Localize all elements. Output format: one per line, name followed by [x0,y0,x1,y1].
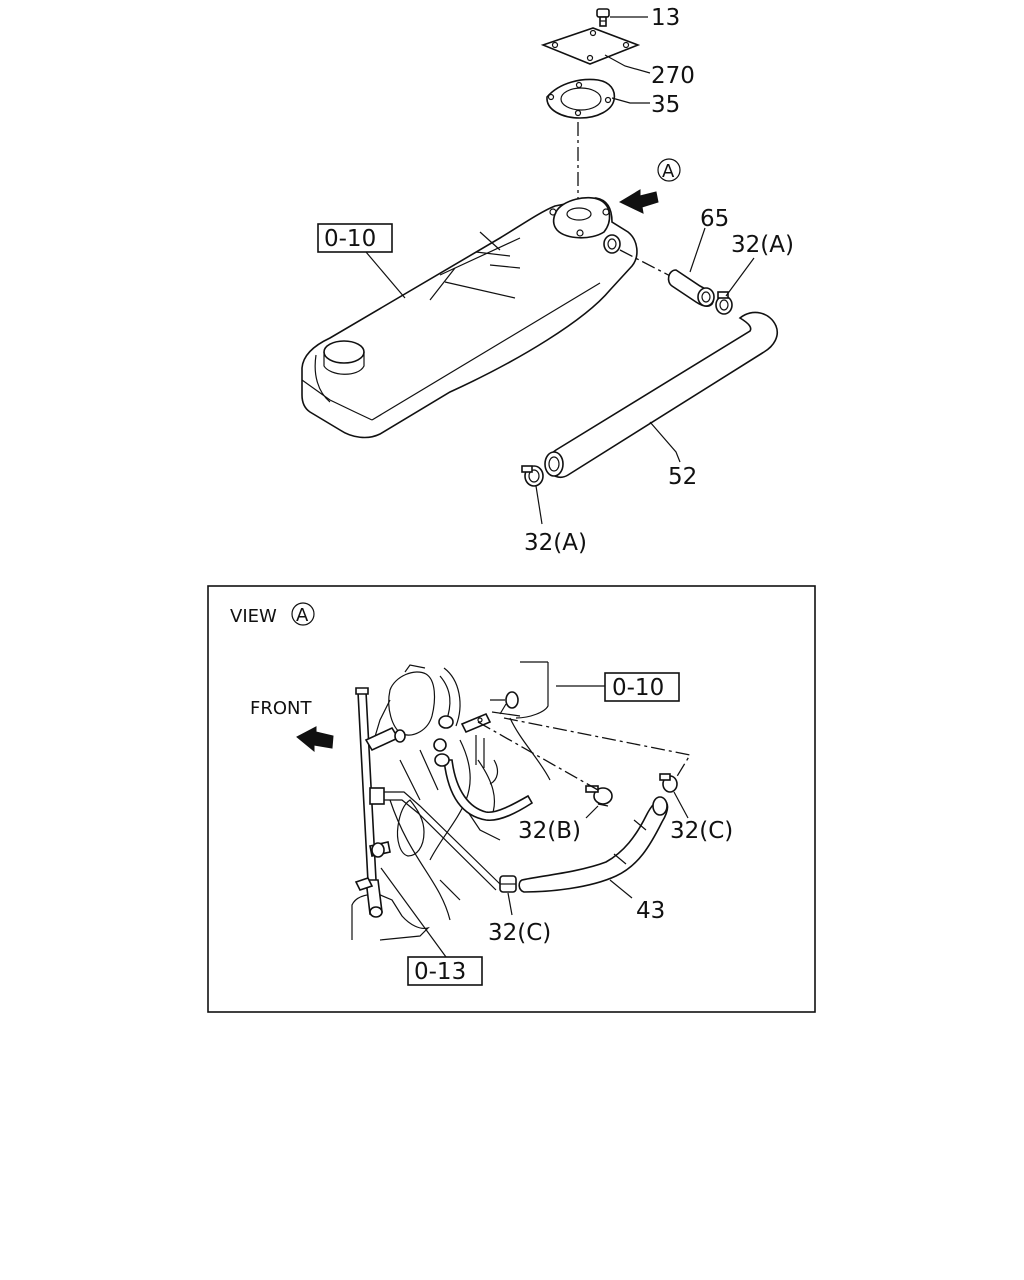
leader-65 [689,227,706,273]
view-panel-marker: A [291,602,315,626]
label-32b: 32(B) [518,818,581,844]
leader-dipstick [380,867,447,958]
rocker-cover [301,196,638,439]
label-32a-top: 32(A) [731,232,794,258]
label-65: 65 [700,206,729,232]
centerline-32c [503,717,692,779]
ref-box-cover: 0-10 [317,223,393,253]
clamp-32c-right [659,773,678,793]
dipstick-tube [354,687,406,918]
label-13: 13 [651,5,680,31]
small-pipe-joint [369,787,385,805]
hose-fitting [369,841,391,858]
bolt-13 [596,8,610,27]
ref-box-dipstick: 0-13 [407,956,483,986]
label-32a-bottom: 32(A) [524,530,587,556]
label-52: 52 [668,464,697,490]
plate-270 [540,27,641,65]
leader-cover [365,251,406,299]
leader-52 [649,421,681,463]
engine-sketch [351,661,551,941]
small-pipe [380,791,501,885]
leader-32c-right [673,791,689,819]
clamp-32b [585,785,613,807]
label-32c-bottom: 32(C) [488,920,551,946]
view-a-arrow [618,189,659,214]
leader-32a-top [725,257,755,297]
svg-text:0-10: 0-10 [324,226,376,252]
leader-270 [604,54,651,74]
svg-text:0-10: 0-10 [612,675,664,701]
leader-32a-bottom [535,485,543,525]
leader-32b [585,805,599,819]
svg-text:A: A [662,161,675,182]
label-270: 270 [651,63,695,89]
hose-52 [544,311,779,478]
label-43: 43 [636,898,665,924]
hose-43 [518,796,669,893]
view-a-panel [207,585,816,1013]
view-title: VIEW [230,606,277,627]
front-label: FRONT [250,698,312,719]
leader-43 [609,879,633,899]
leader-32c-bottom [507,892,513,916]
clamp-32a-bottom [521,465,544,487]
small-pipe-2 [378,799,497,891]
svg-text:A: A [296,605,309,626]
clamp-32c-bottom [499,875,517,893]
label-35: 35 [651,92,680,118]
front-arrow [296,726,334,753]
svg-text:0-13: 0-13 [414,959,466,985]
label-32c-right: 32(C) [670,818,733,844]
hose-65 [667,269,715,307]
gasket-35 [546,78,616,119]
clamp-32a-top [715,291,733,315]
view-a-marker: A [657,158,681,182]
ref-box-view-cover: 0-10 [604,672,680,702]
leader-35 [611,97,650,104]
centerline-32b [477,721,599,791]
